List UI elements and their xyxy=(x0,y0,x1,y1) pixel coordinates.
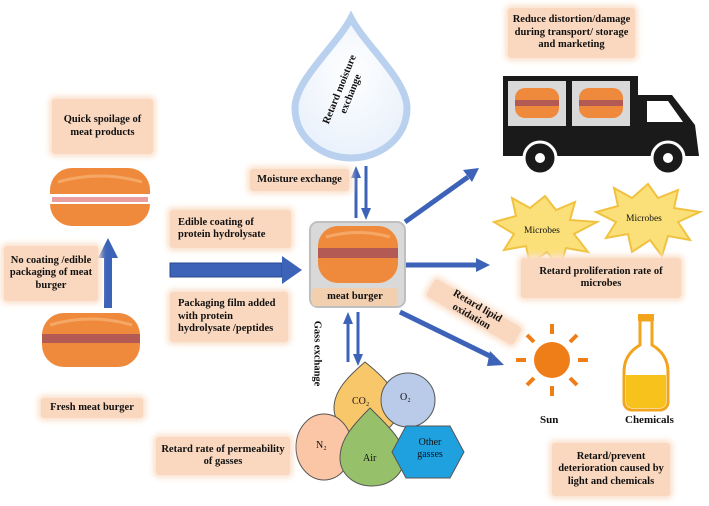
o2-label: O₂ xyxy=(400,392,411,403)
other-gasses-hexagon xyxy=(391,425,465,479)
truck-icon xyxy=(503,76,699,176)
gass-exchange-label: Gass exchange xyxy=(311,320,323,387)
meat-burger-text: meat burger xyxy=(327,290,383,302)
gas-double-arrow xyxy=(343,312,363,366)
fresh-burger-icon xyxy=(42,313,140,367)
fresh-burger-text: Fresh meat burger xyxy=(50,401,134,413)
microbe-icon-2 xyxy=(593,182,704,259)
co2-label: CO₂ xyxy=(352,396,370,407)
retard-deterioration-text: Retard/prevent deterioration caused by l… xyxy=(558,450,664,487)
retard-permeability-box: Retard rate of permeability of gasses xyxy=(156,437,290,475)
retard-microbes-text: Retard proliferation rate of microbes xyxy=(539,265,663,290)
fresh-burger-box: Fresh meat burger xyxy=(41,398,143,418)
retard-deterioration-box: Retard/prevent deterioration caused by l… xyxy=(552,443,670,496)
edible-coating-text: Edible coating of protein hydrolysate xyxy=(178,216,266,241)
microbes-label-2: Microbes xyxy=(626,214,662,224)
chemicals-label: Chemicals xyxy=(625,414,674,426)
microbes-label-1: Microbes xyxy=(524,226,560,236)
air-label: Air xyxy=(363,453,377,464)
moisture-exchange-box: Moisture exchange xyxy=(250,169,349,191)
effect-arrows xyxy=(398,168,504,366)
no-coating-box: No coating /edible packaging of meat bur… xyxy=(4,246,98,301)
no-coating-text: No coating /edible packaging of meat bur… xyxy=(9,254,93,291)
water-drop-icon xyxy=(291,10,411,162)
reduce-distortion-box: Reduce distortion/damage during transpor… xyxy=(508,8,635,58)
other-gasses-label: Other gasses xyxy=(417,437,443,460)
coated-burger-icon xyxy=(309,221,406,308)
coating-arrow xyxy=(169,256,302,284)
moisture-double-arrow xyxy=(351,166,371,220)
retard-microbes-box: Retard proliferation rate of microbes xyxy=(521,258,681,298)
chemical-bottle-icon xyxy=(622,314,670,412)
up-arrow-spoilage xyxy=(98,238,118,308)
meat-burger-box: meat burger xyxy=(312,288,398,306)
quick-spoilage-text: Quick spoilage of meat products xyxy=(63,114,142,138)
reduce-distortion-text: Reduce distortion/damage during transpor… xyxy=(512,14,631,51)
spoiled-burger-icon xyxy=(50,168,150,226)
microbe-icon-1 xyxy=(491,194,601,271)
retard-permeability-text: Retard rate of permeability of gasses xyxy=(161,443,285,468)
moisture-exchange-text: Moisture exchange xyxy=(257,173,342,185)
edible-coating-box: Edible coating of protein hydrolysate xyxy=(170,210,291,248)
gas-cluster xyxy=(295,361,465,487)
quick-spoilage-box: Quick spoilage of meat products xyxy=(52,99,153,154)
packaging-film-box: Packaging film added with protein hydrol… xyxy=(170,292,288,342)
packaging-film-text: Packaging film added with protein hydrol… xyxy=(178,298,276,335)
n2-label: N₂ xyxy=(316,440,327,451)
sun-label: Sun xyxy=(540,414,559,426)
sun-icon xyxy=(516,324,588,396)
